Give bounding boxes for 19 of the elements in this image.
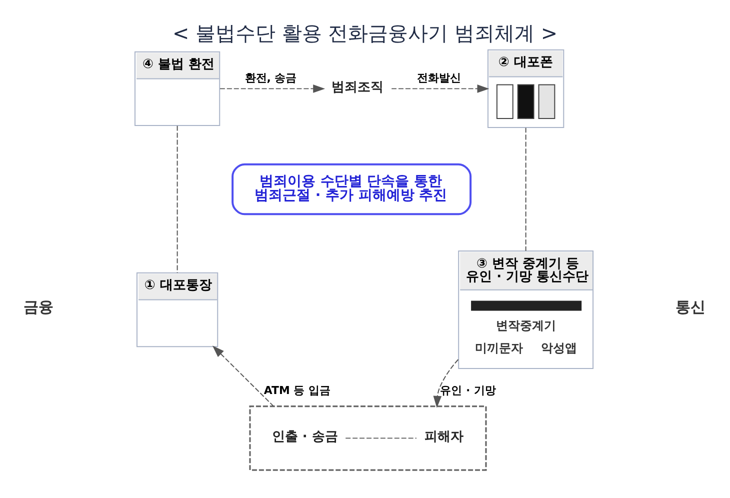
arrow xyxy=(220,84,326,93)
edge-label: 환전, 송금 xyxy=(244,72,297,85)
diagram-title: < 불법수단 활용 전화금융사기 범죄체계 > xyxy=(172,22,558,45)
label: 통신 xyxy=(676,298,706,316)
cluster xyxy=(249,406,487,471)
node-text: 범죄조직 xyxy=(332,80,384,96)
connector xyxy=(345,438,417,439)
edge-label: ATM 등 입금 xyxy=(264,384,331,398)
arrow xyxy=(391,84,490,93)
connector xyxy=(525,127,526,252)
edge-label: 전화발신 xyxy=(416,72,461,85)
node-box: 범죄이용 수단별 단속을 통한 범죄근절 · 추가 피해예방 추진 xyxy=(232,163,472,216)
arrow xyxy=(212,346,274,407)
edge-label: 유인 · 기망 xyxy=(440,384,496,398)
node-text: 인출 · 송금 xyxy=(272,430,338,445)
node-text: 피해자 xyxy=(424,430,464,445)
arrow xyxy=(433,358,459,408)
label: 금융 xyxy=(23,298,54,316)
connector xyxy=(176,125,178,274)
